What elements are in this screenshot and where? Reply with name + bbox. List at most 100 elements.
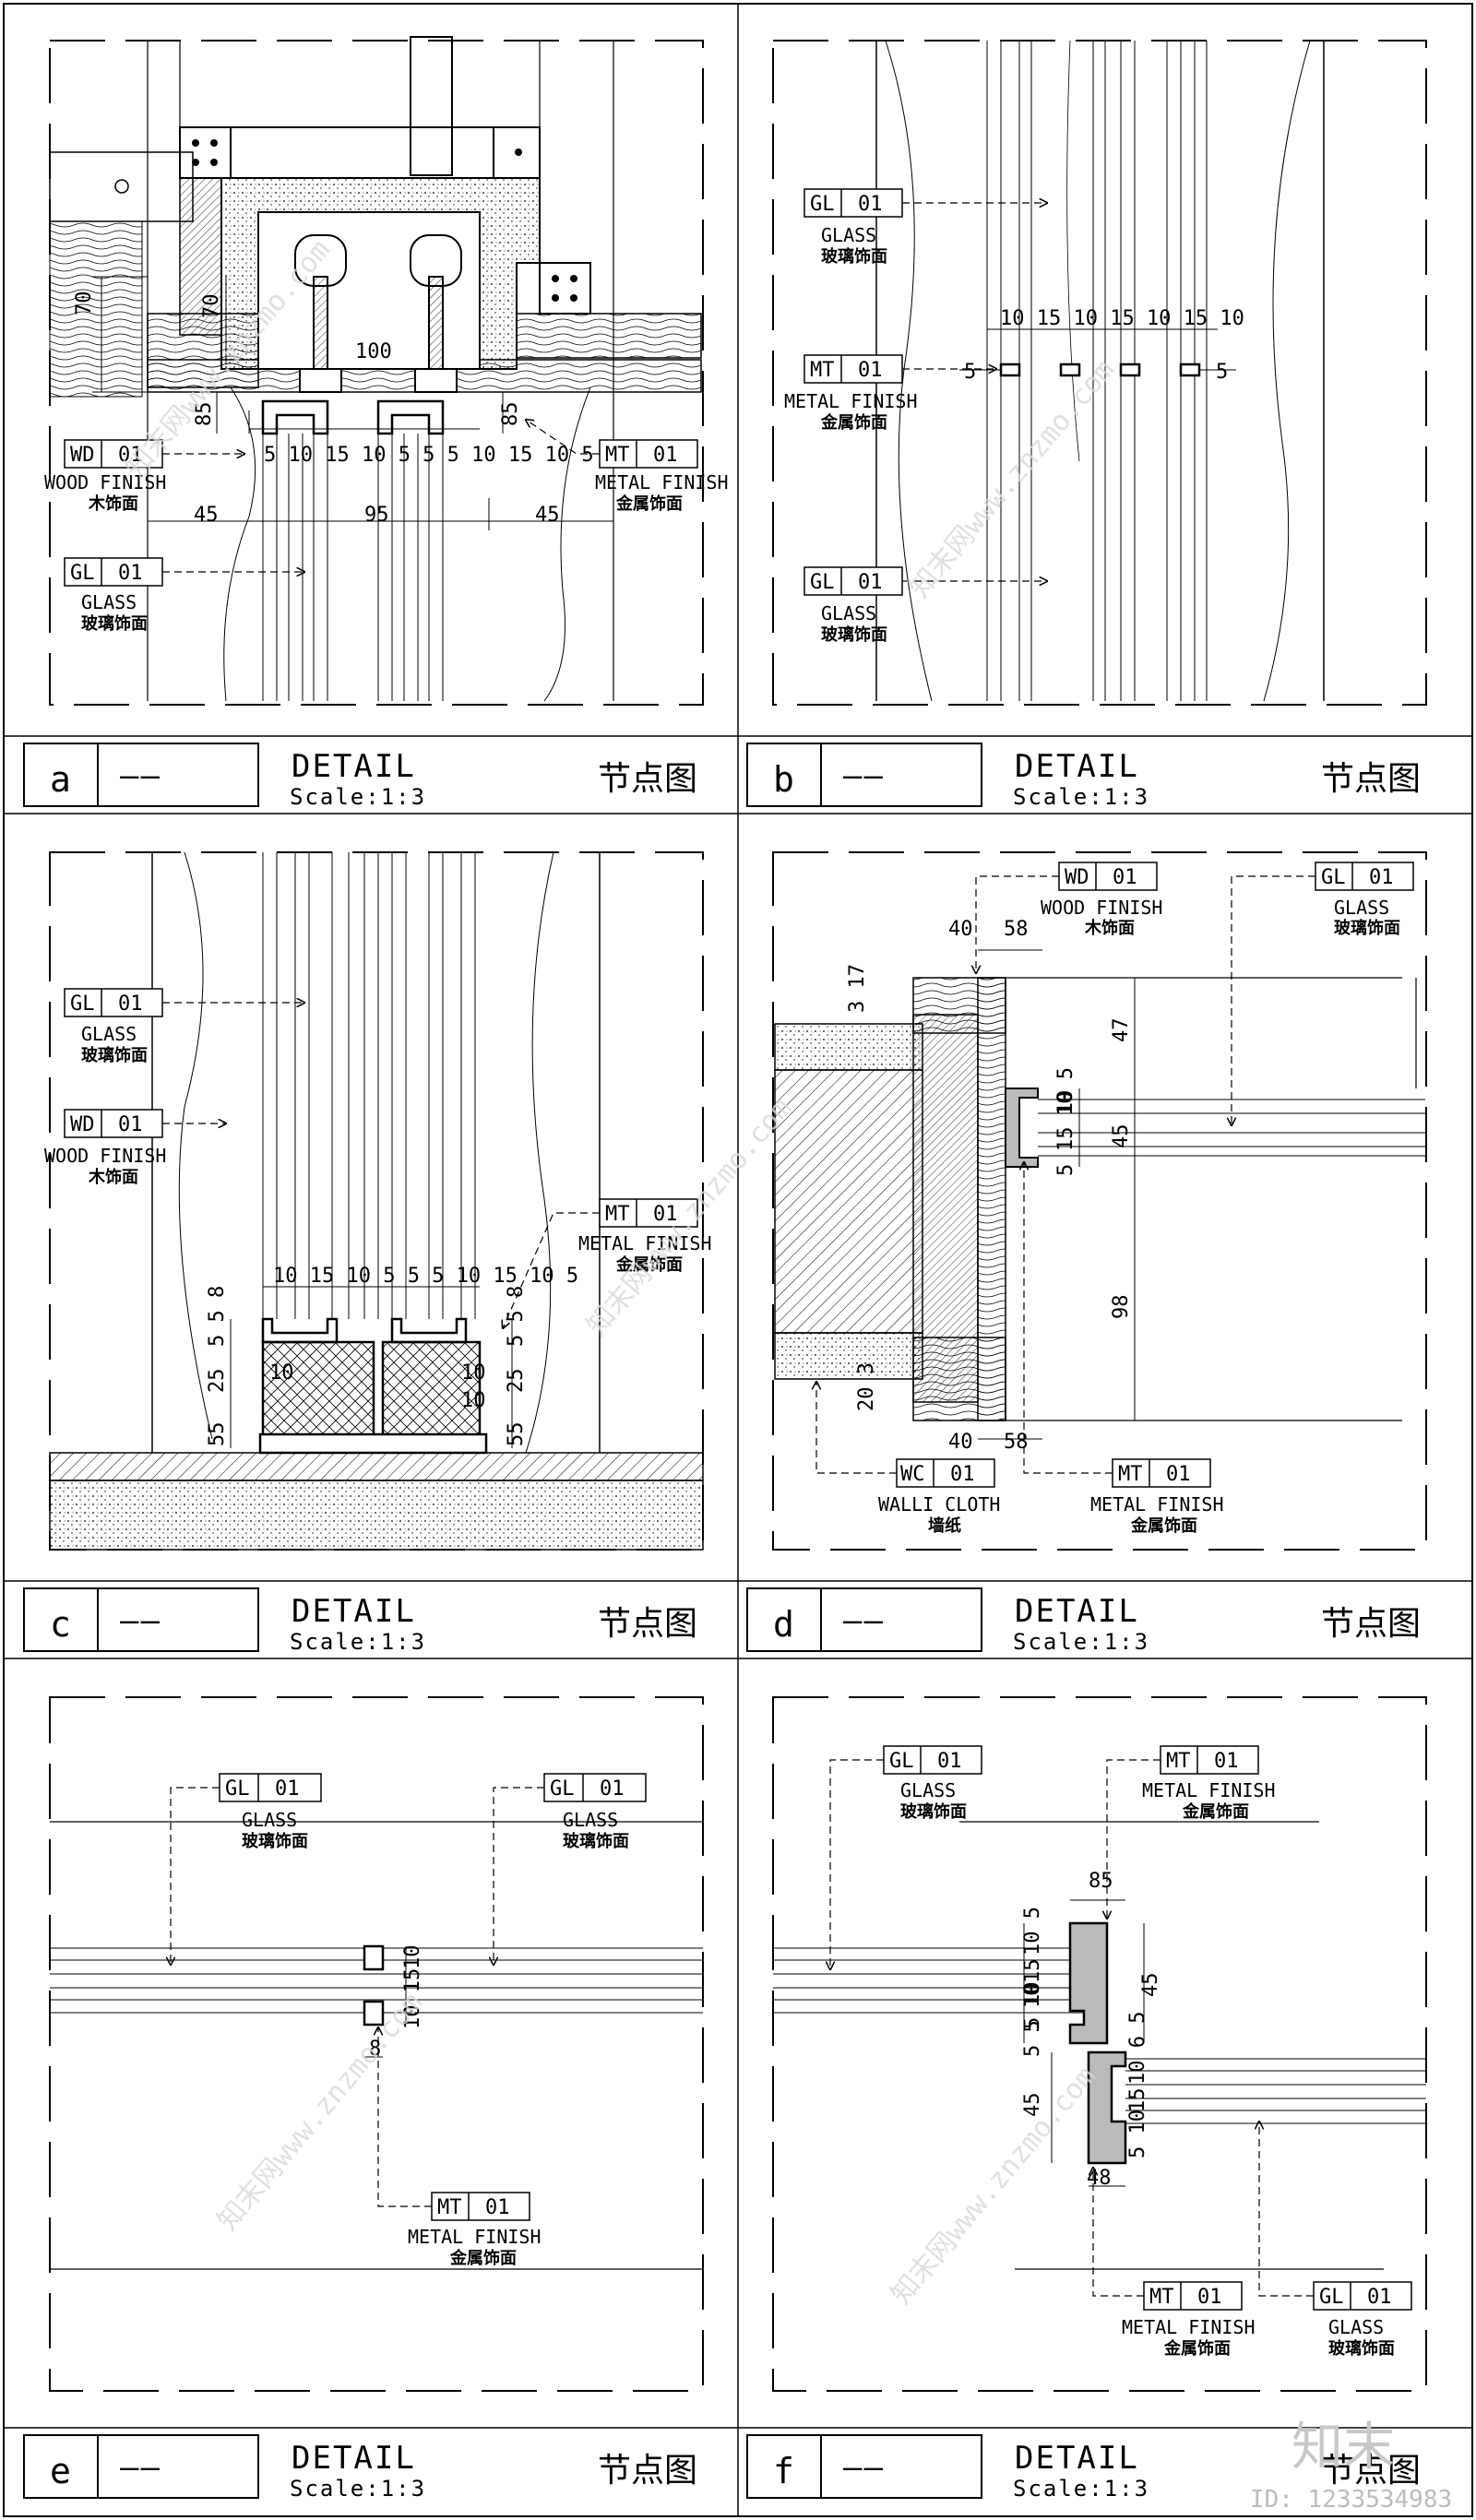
dim-c-r4: 10 bbox=[461, 1361, 486, 1385]
panel-d-title: DETAIL bbox=[1015, 1593, 1139, 1630]
svg-text:GL: GL bbox=[889, 1750, 914, 1773]
panel-e-letter: e bbox=[50, 2451, 71, 2491]
svg-text:玻璃饰面: 玻璃饰面 bbox=[1328, 2338, 1395, 2359]
dim-b-s5r: 5 bbox=[1216, 361, 1228, 384]
svg-text:GLASS: GLASS bbox=[900, 1779, 956, 1801]
dim-a-w100: 100 bbox=[355, 340, 392, 363]
svg-text:WALLI CLOTH: WALLI CLOTH bbox=[878, 1493, 1000, 1516]
svg-text:玻璃饰面: 玻璃饰面 bbox=[242, 1831, 308, 1851]
panel-a-scale: Scale:1:3 bbox=[290, 784, 426, 810]
panel-c-title: DETAIL bbox=[292, 1593, 416, 1630]
panel-a-cn: 节点图 bbox=[598, 760, 697, 798]
svg-text:GLASS: GLASS bbox=[242, 1809, 297, 1831]
svg-text:GLASS: GLASS bbox=[81, 1023, 137, 1045]
svg-text:01: 01 bbox=[118, 1113, 143, 1136]
dim-d-s5: 5 bbox=[1054, 1164, 1077, 1176]
svg-text:MT: MT bbox=[437, 2196, 462, 2219]
dim-d-w40b: 40 bbox=[948, 1431, 973, 1454]
svg-text:WOOD FINISH: WOOD FINISH bbox=[1041, 897, 1162, 919]
svg-text:WD: WD bbox=[1065, 866, 1089, 889]
svg-text:金属饰面: 金属饰面 bbox=[1163, 2338, 1231, 2359]
dim-c-l1: 5 5 8 bbox=[206, 1286, 229, 1347]
panel-b-dash: —— bbox=[843, 757, 885, 794]
dim-b-row: 10 15 10 15 10 15 10 bbox=[1000, 307, 1244, 330]
svg-text:MT: MT bbox=[1149, 2286, 1174, 2309]
svg-text:GL: GL bbox=[70, 562, 95, 585]
svg-text:木饰面: 木饰面 bbox=[88, 493, 138, 514]
svg-text:01: 01 bbox=[118, 562, 143, 585]
panel-e-title: DETAIL bbox=[292, 2440, 416, 2477]
title-bar-row-2 bbox=[4, 1580, 1472, 1659]
dim-d-h317: 3 17 bbox=[846, 964, 869, 1013]
dim-a-w45l: 45 bbox=[194, 504, 219, 527]
footer-id: ID: 1233534983 bbox=[1250, 2486, 1452, 2514]
svg-text:金属饰面: 金属饰面 bbox=[1130, 1516, 1197, 1536]
svg-text:01: 01 bbox=[1369, 866, 1394, 889]
dim-a-row: 5 10 15 10 5 5 5 10 15 10 5 bbox=[264, 444, 594, 467]
svg-text:01: 01 bbox=[1197, 2286, 1222, 2309]
svg-text:金属饰面: 金属饰面 bbox=[615, 493, 683, 514]
panel-d-letter: d bbox=[773, 1604, 794, 1645]
dim-d-h47: 47 bbox=[1110, 1018, 1133, 1043]
dim-a-s85r: 85 bbox=[499, 402, 522, 427]
dim-d-h98: 98 bbox=[1110, 1295, 1133, 1320]
svg-text:木饰面: 木饰面 bbox=[88, 1167, 138, 1187]
svg-text:玻璃饰面: 玻璃饰面 bbox=[821, 624, 887, 645]
dim-d-s1510: 15 10 bbox=[1054, 1090, 1077, 1151]
svg-text:WD: WD bbox=[70, 444, 95, 467]
dim-f-s15: 15 bbox=[1021, 1959, 1044, 1984]
panel-c-title-block: c —— DETAIL Scale:1:3 节点图 bbox=[23, 1587, 697, 1655]
svg-text:01: 01 bbox=[600, 1777, 625, 1801]
svg-text:01: 01 bbox=[275, 1777, 300, 1801]
dim-f-w48: 48 bbox=[1087, 2167, 1112, 2190]
panel-c: 10 15 10 5 5 5 10 15 10 5 5 5 8 25 55 10… bbox=[44, 851, 712, 1551]
panel-d-title-block: d —— DETAIL Scale:1:3 节点图 bbox=[746, 1587, 1421, 1655]
dim-a-h70a: 70 bbox=[73, 291, 96, 316]
panel-f-letter: f bbox=[773, 2451, 794, 2491]
dim-c-r5: 10 bbox=[461, 1389, 486, 1412]
svg-text:01: 01 bbox=[858, 571, 883, 594]
svg-text:玻璃饰面: 玻璃饰面 bbox=[563, 1831, 629, 1851]
dim-f-h45a: 45 bbox=[1139, 1973, 1162, 1998]
svg-text:金属饰面: 金属饰面 bbox=[449, 2248, 517, 2268]
svg-text:金属饰面: 金属饰面 bbox=[1182, 1801, 1249, 1822]
panel-b-title: DETAIL bbox=[1015, 748, 1139, 785]
svg-text:金属饰面: 金属饰面 bbox=[615, 1254, 683, 1275]
panel-c-dash: —— bbox=[120, 1602, 161, 1639]
dim-d-h45: 45 bbox=[1110, 1124, 1133, 1149]
svg-text:金属饰面: 金属饰面 bbox=[820, 412, 887, 433]
panel-a: 70 70 100 85 85 5 10 15 10 5 5 5 10 15 1… bbox=[44, 36, 729, 706]
svg-text:01: 01 bbox=[858, 193, 883, 216]
svg-text:GL: GL bbox=[550, 1777, 575, 1801]
svg-text:01: 01 bbox=[950, 1463, 975, 1486]
dim-c-l2: 25 bbox=[206, 1369, 229, 1394]
panel-d-scale: Scale:1:3 bbox=[1013, 1629, 1149, 1655]
svg-text:GLASS: GLASS bbox=[81, 591, 137, 613]
svg-text:玻璃饰面: 玻璃饰面 bbox=[821, 246, 887, 267]
dim-f-s105: 10 5 bbox=[1021, 1907, 1044, 1955]
svg-text:MT: MT bbox=[605, 1203, 630, 1226]
panel-e-dash: —— bbox=[120, 2449, 161, 2486]
panel-f-title-block: f —— DETAIL Scale:1:3 节点图 bbox=[746, 2434, 1421, 2502]
panel-f: 85 10 5 15 10 5 45 45 5 5 10 10 6 5 15 5… bbox=[772, 1696, 1427, 2392]
panel-a-dash: —— bbox=[120, 757, 161, 794]
dim-e-s10a: 10 bbox=[401, 1945, 424, 1970]
svg-text:01: 01 bbox=[937, 1750, 962, 1773]
svg-text:01: 01 bbox=[1214, 1750, 1239, 1773]
svg-text:01: 01 bbox=[1166, 1463, 1191, 1486]
svg-text:墙纸: 墙纸 bbox=[928, 1516, 961, 1536]
svg-text:WC: WC bbox=[900, 1463, 925, 1486]
svg-text:01: 01 bbox=[1113, 866, 1137, 889]
dim-f-s5510: 5 5 10 bbox=[1021, 1984, 1044, 2057]
